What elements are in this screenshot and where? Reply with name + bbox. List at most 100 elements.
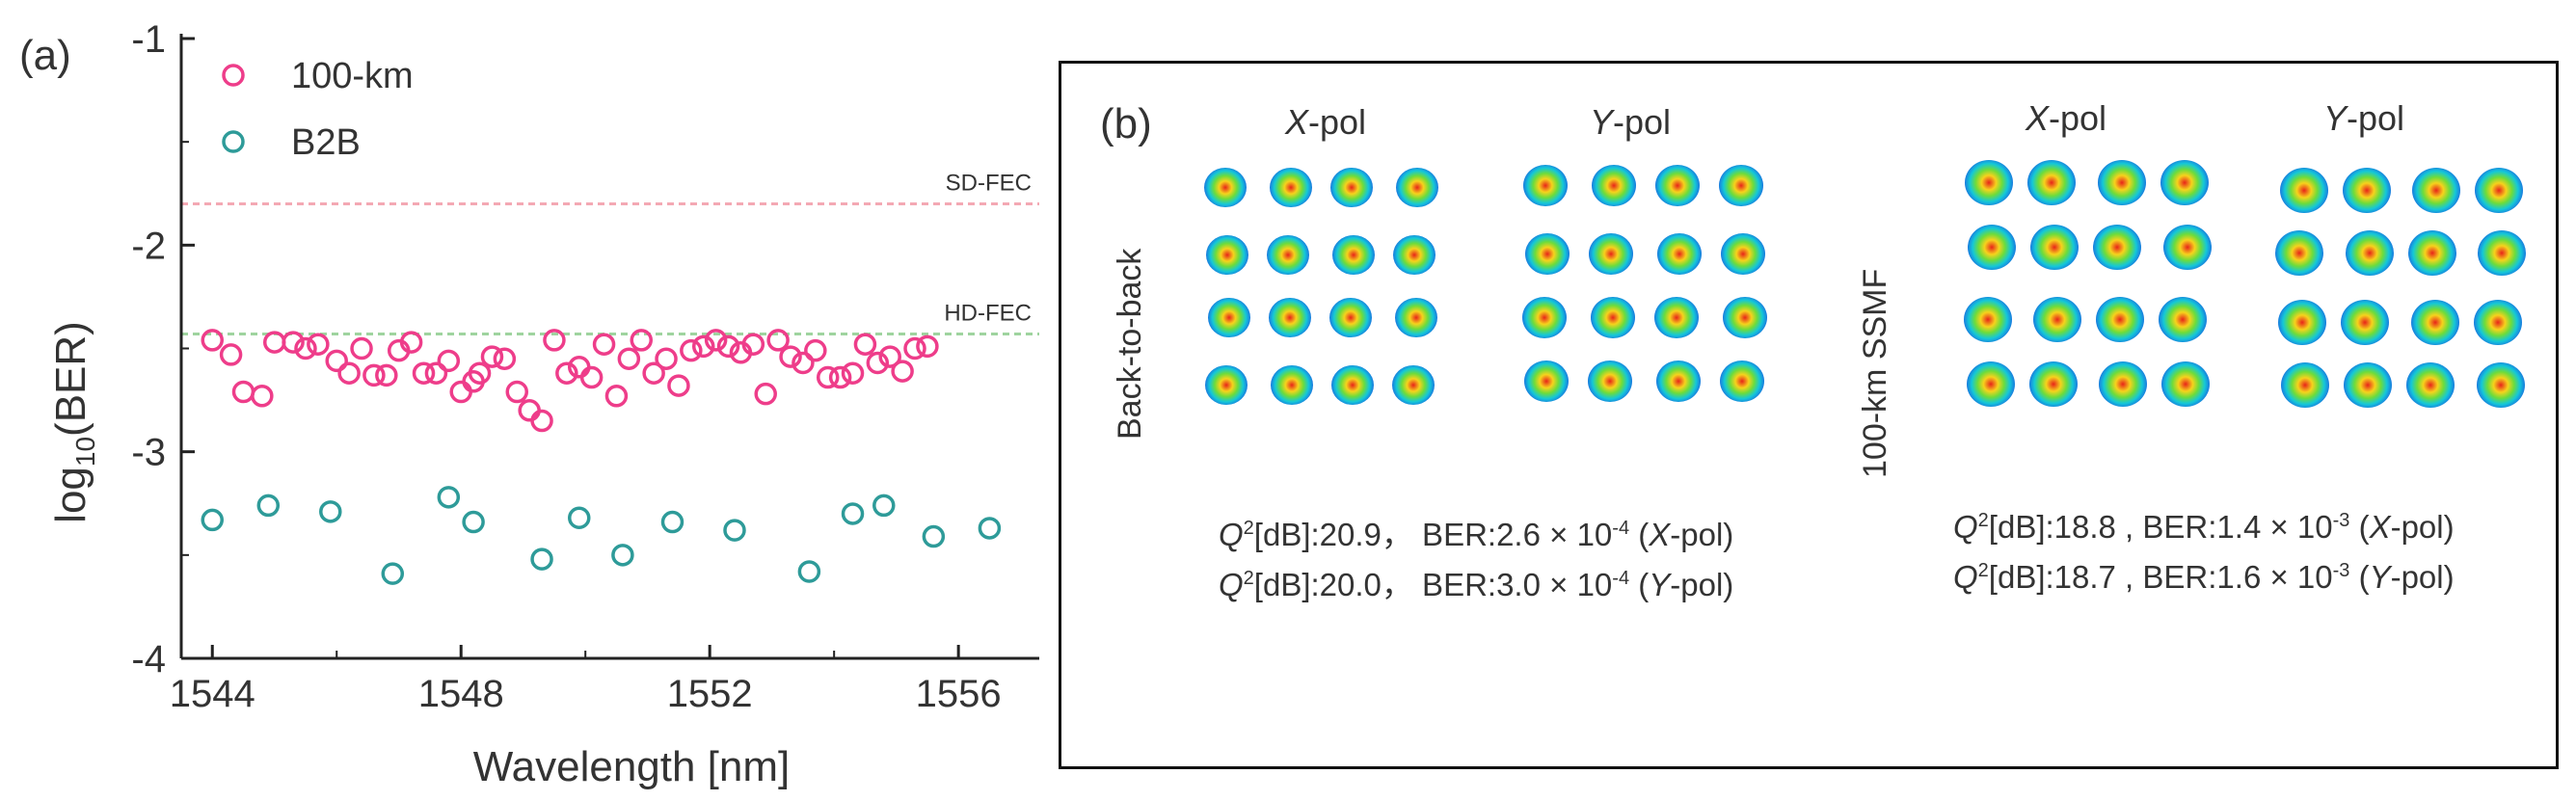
point-100-km: [779, 345, 802, 368]
constellation-point: [1524, 360, 1569, 403]
constellation-point: [1206, 235, 1248, 276]
constellation-point: [1395, 298, 1437, 338]
point-100-km: [350, 336, 373, 360]
point-b2b: [319, 500, 342, 523]
constellation-point: [2406, 362, 2455, 408]
constellation-point: [2478, 229, 2526, 276]
point-b2b: [437, 486, 461, 509]
constellation-point: [2099, 360, 2147, 407]
point-100-km: [294, 336, 317, 360]
constellation-point: [2033, 296, 2081, 342]
constellation-point: [2030, 225, 2079, 270]
x-tick-label: 1544: [170, 673, 255, 715]
point-100-km: [518, 399, 541, 422]
x-axis-label: Wavelength [nm]: [473, 743, 791, 790]
legend-marker-100km: [222, 64, 245, 87]
constellation-point: [1270, 168, 1312, 208]
point-b2b: [797, 560, 821, 583]
point-b2b: [381, 562, 405, 585]
constellation-point: [2345, 229, 2394, 276]
constellation-point: [2344, 362, 2392, 408]
point-b2b: [256, 494, 281, 518]
constellation-point: [1963, 296, 2012, 342]
constellation-point: [1966, 360, 2015, 407]
point-100-km: [592, 333, 616, 356]
y-axis-label: log10(BER): [47, 321, 100, 523]
point-100-km: [307, 333, 330, 356]
constellation-point: [1271, 365, 1313, 406]
point-100-km: [375, 363, 398, 387]
point-100-km: [555, 361, 578, 385]
point-100-km: [579, 365, 604, 389]
panel-a-label: (a): [19, 32, 71, 79]
constellation-point: [2407, 229, 2456, 276]
back-to-back-label: Back-to-back: [1112, 248, 1148, 440]
constellation-point: [2028, 360, 2078, 407]
point-b2b: [201, 508, 224, 532]
b2b-x-pol-metric: Q2[dB]:20.9， BER:2.6 × 10-4 (X-pol): [1219, 517, 1734, 552]
constellation-point: [1269, 298, 1311, 338]
y-tick-label: -1: [131, 18, 166, 61]
point-100-km: [667, 374, 690, 397]
point-100-km: [642, 361, 665, 385]
point-100-km: [853, 333, 877, 356]
constellation-point: [1208, 298, 1250, 338]
constellation-point: [1655, 165, 1700, 207]
point-100-km: [617, 347, 641, 370]
constellation-point: [1267, 235, 1309, 276]
constellation-point: [1589, 233, 1633, 276]
constellation-point: [2279, 167, 2328, 213]
point-100-km: [530, 409, 553, 433]
point-100-km: [766, 329, 790, 352]
constellation-point: [1392, 365, 1435, 406]
constellation-point: [1332, 235, 1375, 276]
constellation-point: [1968, 225, 2016, 270]
point-100-km: [828, 365, 852, 389]
b2b-x-pol-title: X-pol: [1285, 102, 1367, 142]
point-b2b: [922, 524, 946, 548]
constellation-point: [1719, 165, 1763, 207]
constellation-point: [1720, 360, 1764, 403]
constellation-ssmf-y-pol: [2275, 166, 2526, 408]
constellation-point: [2342, 167, 2391, 213]
constellation-point: [2027, 160, 2076, 205]
constellation-point: [2160, 160, 2209, 205]
b2b-y-pol-title: Y-pol: [1590, 102, 1672, 142]
point-100-km: [741, 333, 765, 356]
constellation-panel: (b) X-pol Y-pol X-pol Y-pol Back-to-back…: [1059, 61, 2559, 769]
legend: 100-km B2B: [222, 56, 414, 163]
ssmf-label: 100-km SSMF: [1857, 268, 1893, 478]
constellation-point: [1657, 233, 1702, 276]
constellation-point: [1656, 360, 1701, 403]
point-100-km: [493, 347, 517, 370]
point-100-km: [480, 345, 504, 368]
point-100-km: [866, 351, 890, 375]
point-100-km: [630, 329, 653, 352]
point-100-km: [916, 334, 939, 359]
constellation-point: [2278, 300, 2326, 345]
point-100-km: [337, 361, 361, 385]
constellation-point: [1329, 298, 1372, 338]
constellation-point: [2097, 160, 2146, 205]
constellation-point: [2161, 360, 2210, 407]
point-100-km: [804, 338, 827, 362]
point-100-km: [251, 385, 274, 408]
point-100-km: [437, 349, 461, 373]
ssmf-y-pol-title: Y-pol: [2323, 98, 2405, 138]
legend-marker-b2b: [222, 130, 245, 153]
point-100-km: [399, 331, 423, 354]
point-100-km: [841, 361, 865, 385]
panel-b-label: (b): [1100, 100, 1152, 147]
point-100-km: [543, 329, 566, 352]
point-100-km: [754, 382, 777, 406]
constellation-point: [2473, 300, 2522, 345]
constellation-point: [2159, 296, 2207, 342]
ssmf-x-pol-metric: Q2[dB]:18.8 , BER:1.4 × 10-3 (X-pol): [1953, 509, 2455, 545]
constellation-point: [2093, 225, 2141, 270]
point-b2b: [568, 506, 591, 530]
constellation-b2b-x-pol: [1204, 168, 1438, 406]
point-100-km: [704, 329, 728, 352]
point-b2b: [978, 517, 1002, 540]
point-100-km: [655, 347, 678, 370]
point-100-km: [262, 331, 286, 354]
